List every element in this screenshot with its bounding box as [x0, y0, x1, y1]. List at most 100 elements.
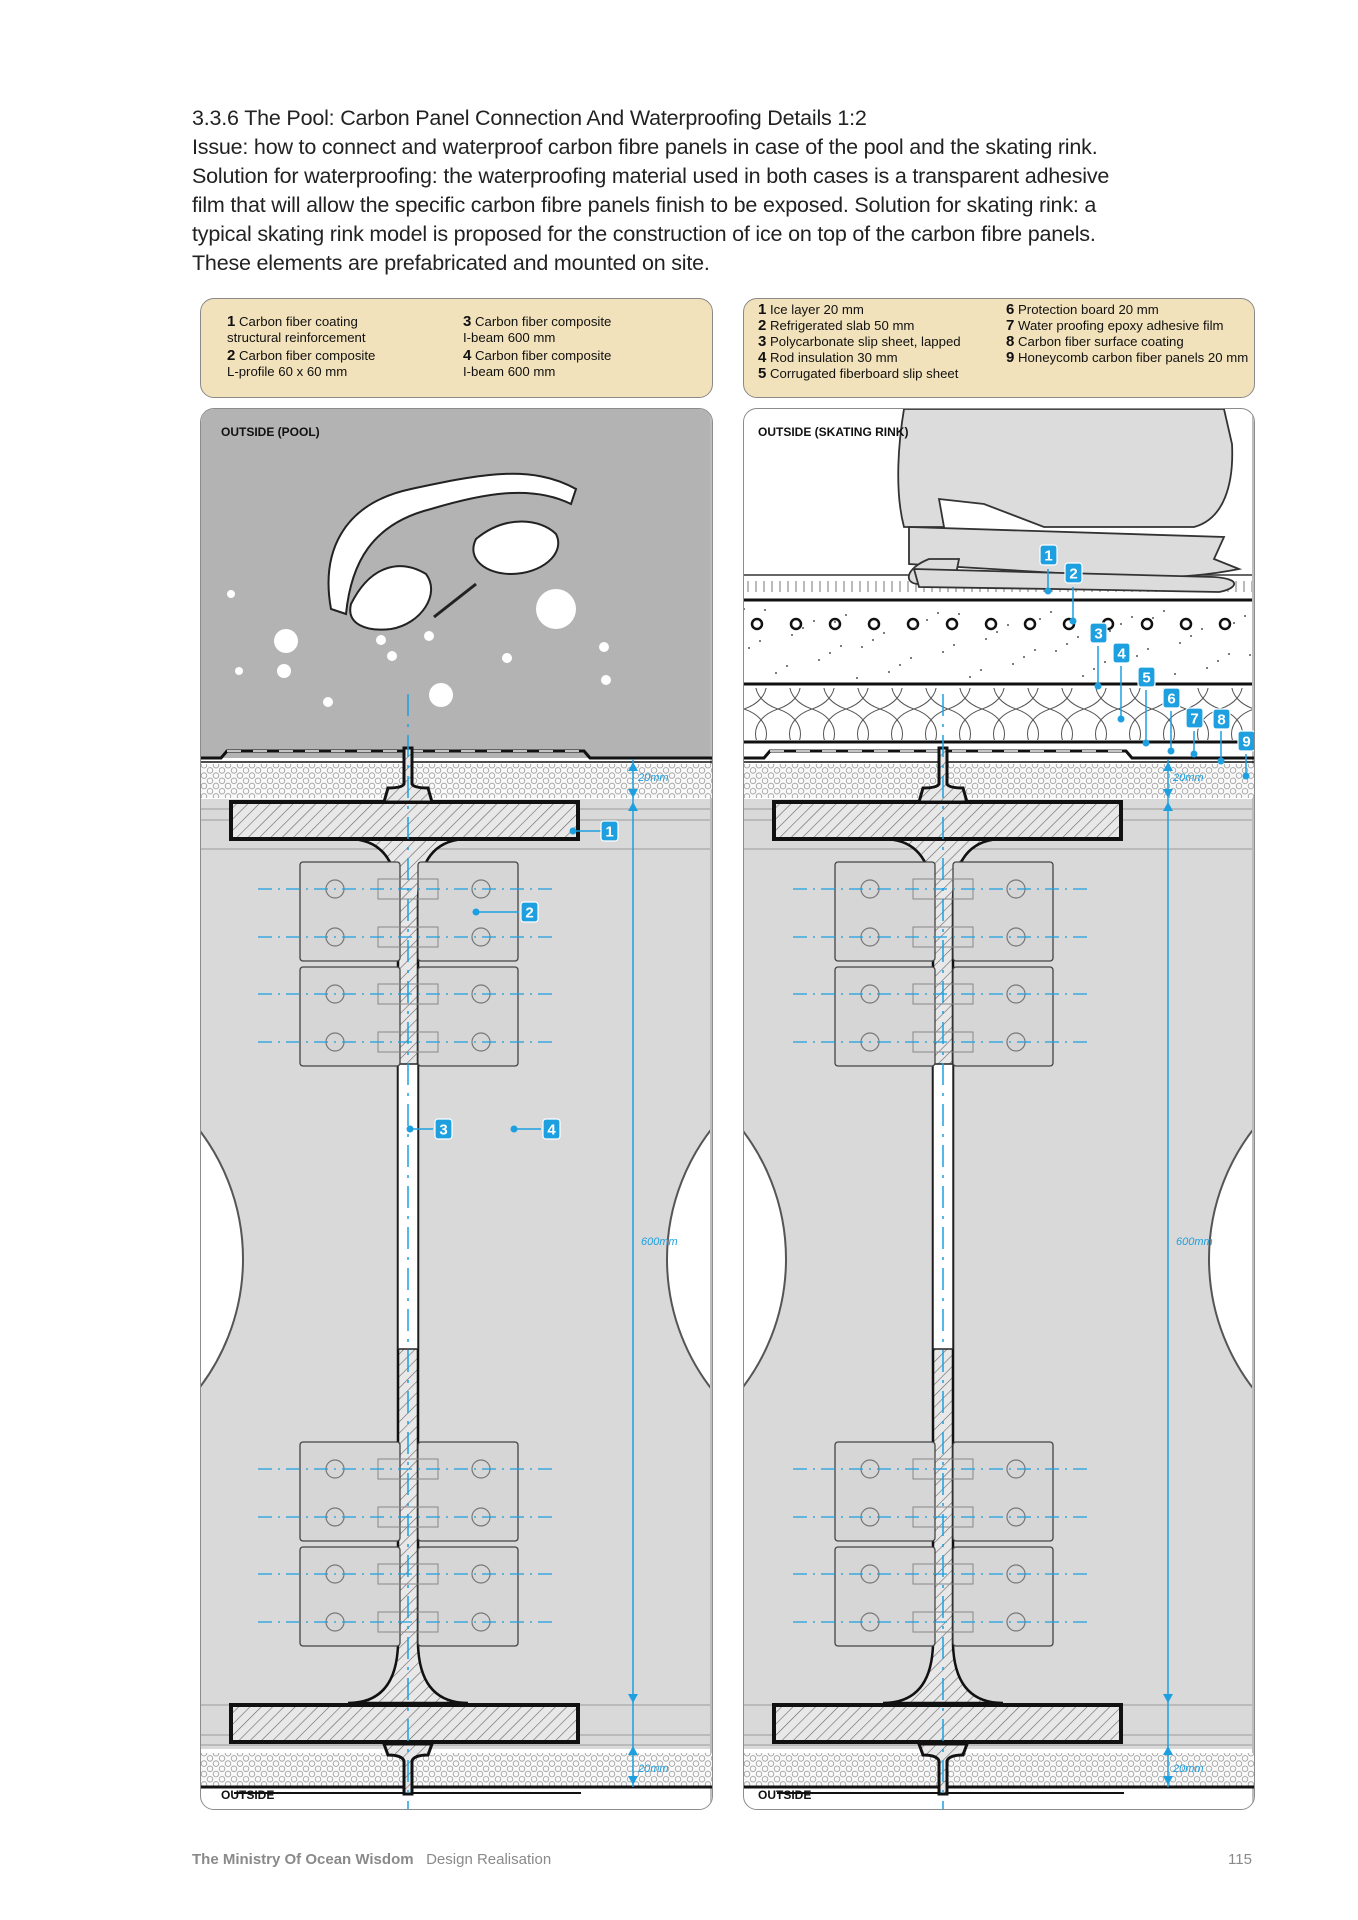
aggregate-speck [1244, 615, 1246, 617]
dimension-arrow [628, 1694, 638, 1703]
refrigeration-pipe [1023, 617, 1037, 631]
callout-number: 1 [605, 824, 613, 841]
rink-legend-col-1: 1 Ice layer 20 mm 2 Refrigerated slab 50… [758, 302, 961, 382]
pool-bottom-label: OUTSIDE [221, 1788, 275, 1802]
goggle-lens-left [349, 565, 432, 631]
refrigeration-pipe [867, 617, 881, 631]
callout-badge-box [1185, 707, 1204, 729]
aggregate-speck [1104, 661, 1106, 663]
pool-legend-col-2: 3 Carbon fiber composite I-beam 600 mm 4… [463, 314, 611, 380]
callout-number: 5 [1142, 670, 1150, 687]
aggregate-speck [926, 619, 928, 621]
callout-badge-3: 3 [434, 1118, 453, 1140]
l-profile-plate-right [952, 861, 1054, 962]
legend-text: Carbon fiber composite [475, 348, 612, 363]
callout-badge-1: 1 [1039, 544, 1058, 566]
aggregate-speck [813, 620, 815, 622]
callout-number: 3 [439, 1122, 447, 1139]
legend-text: Polycarbonate slip sheet, lapped [770, 334, 961, 349]
refrigeration-pipe [1140, 617, 1154, 631]
legend-text: Refrigerated slab 50 mm [770, 318, 915, 333]
honeycomb-panel-bottom [201, 1753, 712, 1787]
l-profile-plate-left [299, 966, 401, 1067]
aggregate-speck [1093, 668, 1095, 670]
i-beam-top-flange [772, 800, 1123, 841]
water-bubble [601, 675, 611, 685]
callout-badge-box [1112, 642, 1131, 664]
callout-badge-box [542, 1118, 561, 1140]
l-profile-plate-right [417, 966, 519, 1067]
dimension-arrow [628, 1746, 638, 1755]
leader-dot [472, 908, 480, 916]
callout-number: 4 [547, 1122, 556, 1139]
l-profile-plate-left [834, 861, 936, 962]
legend-num: 5 [758, 365, 767, 382]
i-beam-top-flange [229, 800, 580, 841]
callout-badge-4: 4 [542, 1118, 561, 1140]
leader-dot [1142, 739, 1150, 747]
aggregate-speck [985, 638, 987, 640]
refrigeration-pipe [1179, 617, 1193, 631]
dimension-arrow [1163, 802, 1173, 811]
dimension-label: 600mm [641, 1236, 678, 1248]
legend-item-cont: I-beam 600 mm [463, 364, 556, 379]
legend-item: 1 Ice layer 20 mm [758, 302, 961, 318]
panel-edge [1252, 409, 1254, 1809]
l-profile-plate-left [834, 1546, 936, 1647]
dimension-arrow [628, 1776, 638, 1785]
pool-water [201, 409, 712, 758]
dimension-arrow [1163, 762, 1173, 771]
refrigerated-slab [744, 602, 1254, 682]
legend-text: Honeycomb carbon fiber panels 20 mm [1018, 350, 1249, 365]
callout-badge-box [600, 820, 619, 842]
pool-legend: 1 Carbon fiber coating structural reinfo… [200, 298, 713, 398]
callout-badge-2: 2 [1064, 562, 1083, 584]
legend-num: 4 [758, 349, 767, 366]
goggle-bridge [433, 582, 477, 619]
leader-dot [510, 1125, 518, 1133]
aggregate-speck [1217, 660, 1219, 662]
aggregate-speck [845, 614, 847, 616]
aggregate-speck [953, 644, 955, 646]
lightening-hole-left [744, 1130, 787, 1388]
aggregate-speck [1023, 656, 1025, 658]
dimension-label: 600mm [1176, 1236, 1213, 1248]
lightening-hole-left [201, 1130, 244, 1388]
i-beam-bottom-flange [772, 1703, 1123, 1744]
callout-badge-box [1089, 622, 1108, 644]
l-profile-plate-right [417, 1441, 519, 1542]
pool-top-label: OUTSIDE (POOL) [221, 425, 320, 439]
callout-badge-3: 3 [1089, 622, 1108, 644]
dimension-arrow [628, 789, 638, 798]
legend-item: 2 Refrigerated slab 50 mm [758, 318, 961, 334]
legend-text: Carbon fiber coating [239, 314, 358, 329]
legend-item: 9 Honeycomb carbon fiber panels 20 mm [1006, 350, 1248, 366]
dimension-label: 20mm [1172, 1763, 1204, 1775]
aggregate-speck [791, 634, 793, 636]
dimension-label: 20mm [637, 772, 669, 784]
l-profile-plate-right [417, 1546, 519, 1647]
aggregate-speck [915, 626, 917, 628]
legend-num: 9 [1006, 349, 1015, 366]
rink-top-label: OUTSIDE (SKATING RINK) [758, 425, 909, 439]
aggregate-speck [980, 669, 982, 671]
aggregate-speck [861, 646, 863, 648]
legend-item: 3 Carbon fiber composite [463, 314, 611, 330]
lightening-hole-right [1208, 1126, 1254, 1392]
panel-edge [710, 409, 712, 1809]
legend-item: 8 Carbon fiber surface coating [1006, 334, 1248, 350]
legend-item: 6 Protection board 20 mm [1006, 302, 1248, 318]
refrigeration-pipe [750, 617, 764, 631]
legend-item: 4 Carbon fiber composite [463, 348, 611, 364]
legend-text: Corrugated fiberboard slip sheet [770, 366, 959, 381]
aggregate-speck [996, 631, 998, 633]
dimension-arrow [1163, 1776, 1173, 1785]
water-bubble [323, 697, 333, 707]
lightening-hole-right [666, 1126, 712, 1392]
footer-publication: The Ministry Of Ocean Wisdom [192, 1851, 414, 1868]
aggregate-speck [1152, 617, 1154, 619]
aggregate-speck [856, 677, 858, 679]
aggregate-speck [748, 647, 750, 649]
legend-item-cont: structural reinforcement [227, 330, 366, 345]
